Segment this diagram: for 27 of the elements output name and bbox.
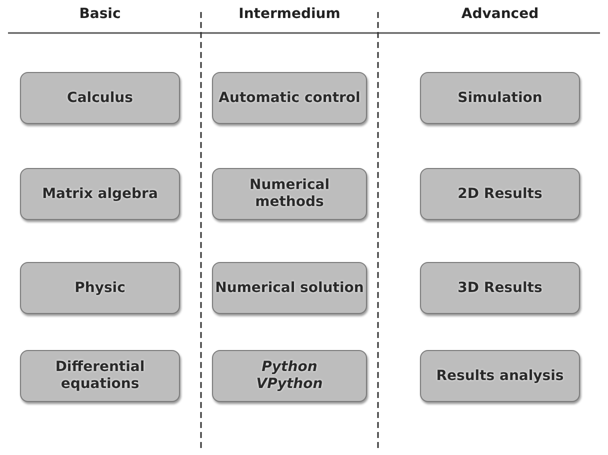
topic-label: Simulation (458, 90, 542, 106)
topic-label: Matrix algebra (42, 186, 158, 202)
topic-box (420, 72, 580, 124)
topic-label: 3D Results (458, 280, 542, 296)
column-heading: Intermedium (238, 6, 340, 22)
topic-box (20, 72, 180, 124)
topic-label: Automatic control (218, 90, 360, 106)
topic-box (212, 350, 367, 402)
topic-box (20, 262, 180, 314)
topic-box (420, 350, 580, 402)
topic-box (212, 72, 367, 124)
topic-label: Physic (74, 280, 126, 296)
topic-box (212, 262, 367, 314)
column-heading: Basic (79, 6, 121, 22)
topic-label: 2D Results (458, 186, 542, 202)
column-heading: Advanced (461, 6, 539, 22)
topic-label: Numerical solution (215, 280, 364, 296)
topic-label: Python VPython (255, 359, 324, 393)
topic-box (212, 168, 367, 220)
topic-label: Numerical methods (248, 177, 330, 211)
topic-box (420, 262, 580, 314)
topic-box (20, 168, 180, 220)
topic-box (420, 168, 580, 220)
topic-label: Differential equations (54, 359, 146, 393)
topic-label: Calculus (67, 90, 133, 106)
topic-label: Results analysis (436, 368, 564, 384)
topic-box (20, 350, 180, 402)
